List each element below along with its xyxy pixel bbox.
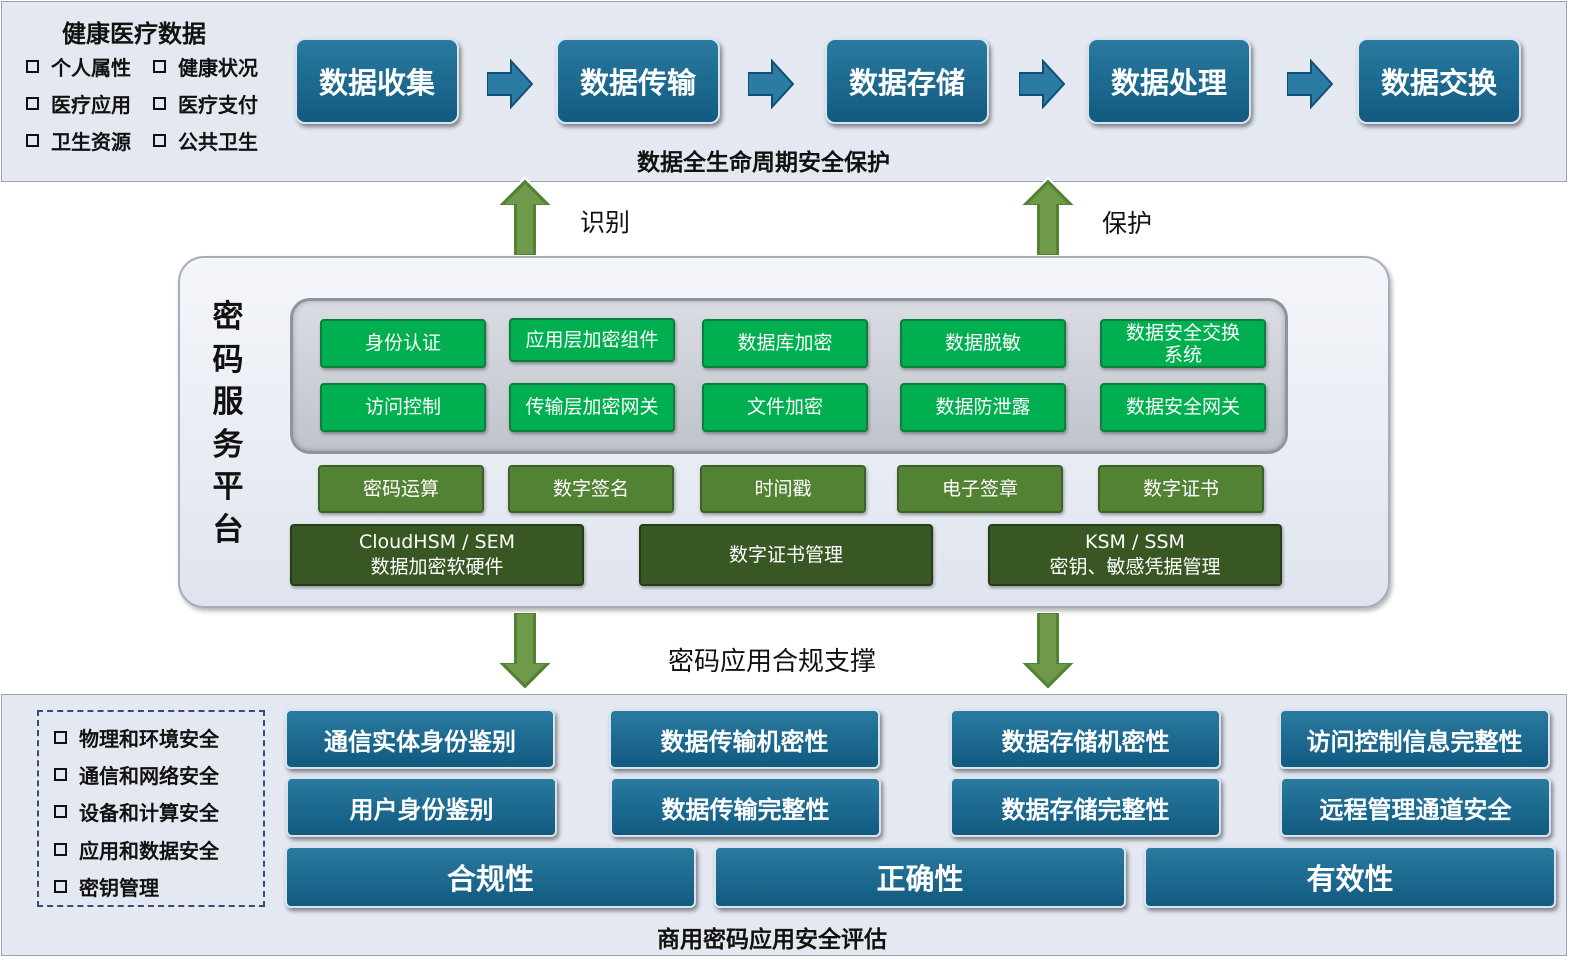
platform-title: 密码服务平台 [212,299,244,548]
checkbox-icon [26,134,39,147]
storage-integrity-box: 数据存储完整性 [950,777,1221,837]
legend-item: 密钥管理 [54,872,159,901]
checkbox-icon [153,60,166,73]
ksm-line1: KSM / SSM [1085,531,1185,553]
flow-arrow-icon [1287,59,1333,109]
checkbox-icon [26,97,39,110]
transport-gateway-box: 传输层加密网关 [509,383,675,432]
legend-item: 医疗支付 [153,89,258,118]
legend-item: 个人属性 [26,52,131,81]
data-masking-box: 数据脱敏 [900,319,1066,368]
down-arrow-icon [495,612,555,692]
legend-title: 健康医疗数据 [62,20,206,48]
legend-item: 物理和环境安全 [54,723,219,752]
legend-item: 卫生资源 [26,126,131,155]
app-layer-encryption-box: 应用层加密组件 [509,318,675,362]
protect-label: 保护 [1102,209,1153,238]
transport-integrity-box: 数据传输完整性 [610,777,881,837]
correctness-box: 正确性 [714,846,1126,908]
secure-exchange-line2: 系统 [1163,343,1202,366]
checkbox-icon [54,768,67,781]
crypto-operation-box: 密码运算 [318,465,484,513]
identity-auth-box: 身份认证 [320,319,486,368]
compliance-support-label: 密码应用合规支撑 [668,647,877,677]
user-auth-box: 用户身份鉴别 [286,777,557,837]
legend-item: 应用和数据安全 [54,835,219,864]
up-arrow-icon [1018,176,1078,256]
down-arrow-icon [1018,612,1078,692]
database-encryption-box: 数据库加密 [702,319,868,368]
stage-data-transmission: 数据传输 [556,38,720,124]
entity-auth-box: 通信实体身份鉴别 [285,709,555,769]
checkbox-icon [54,880,67,893]
timestamp-box: 时间戳 [700,465,866,513]
checkbox-icon [26,60,39,73]
access-control-box: 访问控制 [320,383,486,432]
secure-exchange-box: 数据安全交换 系统 [1100,319,1266,368]
data-leak-prevention-box: 数据防泄露 [900,383,1066,432]
flow-arrow-icon [1019,59,1065,109]
lifecycle-caption: 数据全生命周期安全保护 [637,150,890,176]
checkbox-icon [54,731,67,744]
stage-data-processing: 数据处理 [1087,38,1251,124]
stage-data-exchange: 数据交换 [1357,38,1521,124]
legend-item: 健康状况 [153,52,258,81]
stage-data-storage: 数据存储 [825,38,989,124]
ksm-line2: 密钥、敏感凭据管理 [1049,556,1221,578]
checkbox-icon [153,97,166,110]
flow-arrow-icon [487,59,533,109]
up-arrow-icon [495,176,555,256]
file-encryption-box: 文件加密 [702,383,868,432]
assessment-caption: 商用密码应用安全评估 [657,927,887,953]
stage-data-collection: 数据收集 [295,38,459,124]
legend-item: 医疗应用 [26,89,131,118]
cert-management-box: 数字证书管理 [639,524,933,586]
legend-item: 设备和计算安全 [54,797,219,826]
secure-exchange-line1: 数据安全交换 [1125,321,1240,344]
data-security-gateway-box: 数据安全网关 [1100,383,1266,432]
electronic-seal-box: 电子签章 [897,465,1063,513]
digital-certificate-box: 数字证书 [1098,465,1264,513]
digital-signature-box: 数字签名 [508,465,674,513]
cloudhsm-line2: 数据加密软硬件 [370,556,504,578]
identify-label: 识别 [580,208,631,237]
storage-confidentiality-box: 数据存储机密性 [950,709,1221,769]
checkbox-icon [54,843,67,856]
checkbox-icon [153,134,166,147]
transport-confidentiality-box: 数据传输机密性 [609,709,880,769]
cloudhsm-line1: CloudHSM / SEM [359,531,515,553]
access-info-integrity-box: 访问控制信息完整性 [1279,709,1550,769]
assessment-legend-box [37,710,265,907]
legend-item: 通信和网络安全 [54,760,219,789]
compliance-box: 合规性 [285,846,696,908]
legend-item: 公共卫生 [153,126,258,155]
checkbox-icon [54,805,67,818]
effectiveness-box: 有效性 [1144,846,1556,908]
flow-arrow-icon [748,59,794,109]
ksm-box: KSM / SSM 密钥、敏感凭据管理 [988,524,1282,586]
cloudhsm-box: CloudHSM / SEM 数据加密软硬件 [290,524,584,586]
remote-mgmt-channel-box: 远程管理通道安全 [1280,777,1551,837]
